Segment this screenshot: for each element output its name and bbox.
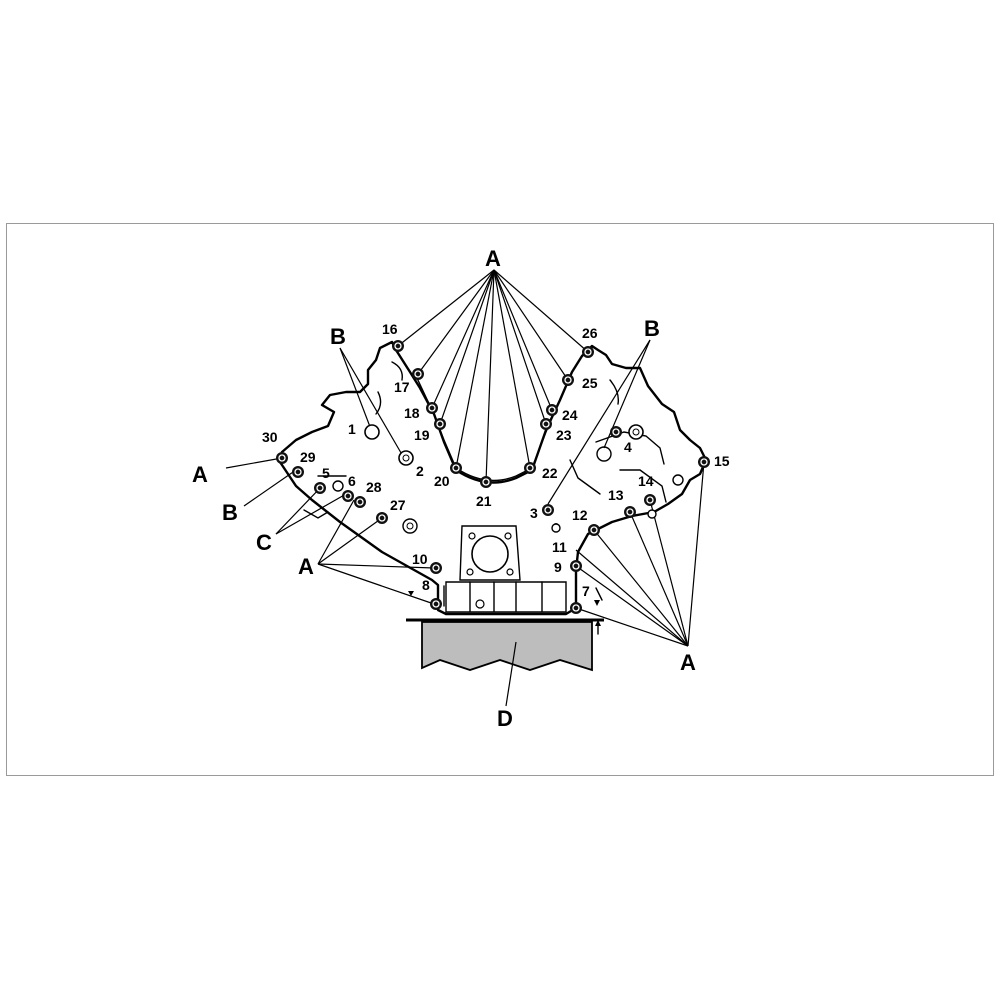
bolt-17: [412, 368, 424, 380]
bolt-6: [342, 490, 354, 502]
bolt-label-5: 5: [322, 465, 330, 481]
bolt-label-11: 11: [552, 539, 567, 555]
callout-letters: A B B A B C A A D: [192, 246, 696, 731]
bolt-label-10: 10: [412, 551, 428, 567]
callout-a-lower-right: A: [680, 650, 696, 675]
bolt-label-20: 20: [434, 473, 450, 489]
engine-block-section: [406, 618, 604, 672]
bolt-label-29: 29: [300, 449, 316, 465]
bolt-13: [624, 506, 636, 518]
bolt-18: [426, 402, 438, 414]
bolt-label-4: 4: [624, 439, 632, 455]
bolt-21: [480, 476, 492, 488]
bolt-label-2: 2: [416, 463, 424, 479]
bolt-label-9: 9: [554, 559, 562, 575]
bolt-22: [524, 462, 536, 474]
bolt-27: [376, 512, 388, 524]
bolt-label-18: 18: [404, 405, 420, 421]
bolt-label-14: 14: [638, 473, 654, 489]
bolt-markers: [276, 340, 710, 614]
bolt-7: [570, 602, 582, 614]
figure-frame: [6, 223, 994, 776]
bolt-24: [546, 404, 558, 416]
bolt-label-8: 8: [422, 577, 430, 593]
callout-a-top: A: [485, 246, 501, 271]
bolt-5: [314, 482, 326, 494]
bolt-29: [292, 466, 304, 478]
bolt-4: [610, 426, 622, 438]
bolt-14: [644, 494, 656, 506]
bolt-label-23: 23: [556, 427, 572, 443]
callout-b-right: B: [644, 316, 660, 341]
callout-c: C: [256, 530, 272, 555]
bolt-label-1: 1: [348, 421, 356, 437]
bolt-19: [434, 418, 446, 430]
bolt-10: [430, 562, 442, 574]
leader-lines: [225, 269, 705, 707]
bolt-label-30: 30: [262, 429, 278, 445]
washer-markers: [332, 424, 657, 533]
callout-b-lower-left: B: [222, 500, 238, 525]
bolt-label-21: 21: [476, 493, 492, 509]
bolt-label-17: 17: [394, 379, 410, 395]
bolt-label-7: 7: [582, 583, 590, 599]
bolt-15: [698, 456, 710, 468]
bolt-26: [582, 346, 594, 358]
bolt-28: [354, 496, 366, 508]
bolt-30: [276, 452, 288, 464]
bolt-label-25: 25: [582, 375, 598, 391]
bolt-label-16: 16: [382, 321, 398, 337]
bolt-12: [588, 524, 600, 536]
bolt-8: [430, 598, 442, 610]
bolt-20: [450, 462, 462, 474]
bolt-label-15: 15: [714, 453, 730, 469]
lower-housing: [402, 518, 603, 635]
callout-a-left: A: [192, 462, 208, 487]
bolt-label-3: 3: [530, 505, 538, 521]
bolt-label-28: 28: [366, 479, 382, 495]
bolt-9: [570, 560, 582, 572]
bolt-label-6: 6: [348, 473, 356, 489]
bolt-label-22: 22: [542, 465, 558, 481]
bolt-label-19: 19: [414, 427, 430, 443]
bolt-label-12: 12: [572, 507, 588, 523]
callout-d: D: [497, 706, 513, 731]
bolt-3: [542, 504, 554, 516]
callout-a-lower-left: A: [298, 554, 314, 579]
bolt-label-26: 26: [582, 325, 598, 341]
callout-b-left: B: [330, 324, 346, 349]
bolt-25: [562, 374, 574, 386]
bolt-label-27: 27: [390, 497, 406, 513]
bolt-23: [540, 418, 552, 430]
bolt-label-24: 24: [562, 407, 578, 423]
bolt-label-13: 13: [608, 487, 624, 503]
bolt-16: [392, 340, 404, 352]
